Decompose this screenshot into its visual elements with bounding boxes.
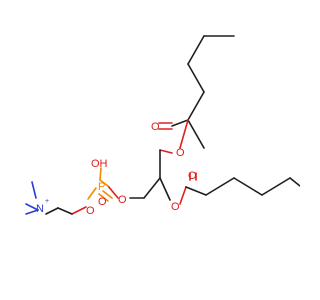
ester-oxygen-upper: O bbox=[176, 147, 185, 159]
phosphoryl-oxygen: O bbox=[98, 196, 107, 208]
hydroxyl-group: OH bbox=[91, 158, 108, 170]
atom-labels: O O O O O O O OH P N + bbox=[36, 121, 197, 217]
choline-group bbox=[25, 181, 87, 215]
lower-hexanoyl-chain bbox=[205, 177, 300, 196]
carbonyl-oxygen-lower: O bbox=[188, 170, 197, 182]
upper-ester-group bbox=[158, 119, 189, 149]
molecule-structure: O O O O O O O OH P N + bbox=[25, 35, 300, 217]
upper-hexanoyl-chain bbox=[187, 35, 235, 149]
choline-phosphate-oxygen: O bbox=[86, 205, 95, 217]
nitrogen-atom: N bbox=[36, 203, 44, 215]
phosphate-group bbox=[87, 167, 119, 202]
glycerol-backbone bbox=[129, 149, 173, 201]
phosphorus-atom: P bbox=[98, 181, 105, 193]
nitrogen-charge: + bbox=[45, 198, 49, 205]
lower-ester-group bbox=[179, 172, 207, 205]
glycerol-phosphate-oxygen: O bbox=[118, 194, 127, 206]
ester-oxygen-lower: O bbox=[171, 201, 180, 213]
carbonyl-oxygen-upper: O bbox=[151, 121, 160, 133]
